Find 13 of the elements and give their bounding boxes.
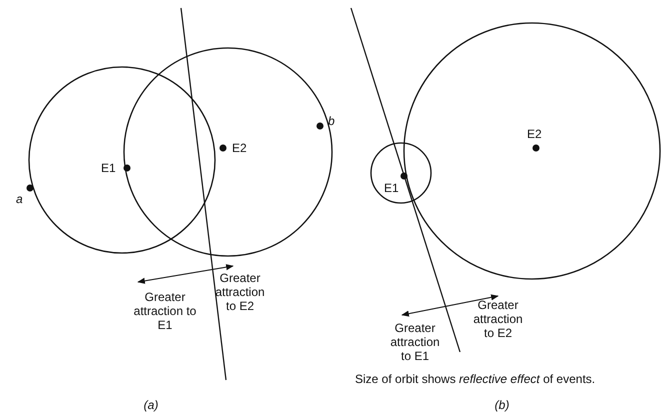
point-label: E1	[101, 161, 116, 175]
point-label: a	[16, 192, 23, 206]
panel-label: (a)	[142, 398, 160, 412]
region-label: Greater attraction to E2	[472, 298, 524, 340]
point-label: E2	[232, 141, 247, 155]
point-label: E2	[527, 127, 542, 141]
caption: Size of orbit shows reflective effect of events.	[355, 372, 596, 386]
point-label: b	[328, 114, 335, 128]
region-label: Greater attraction to E2	[214, 271, 266, 313]
region-label: Greater attraction to E1	[132, 290, 198, 332]
point-label: E1	[384, 181, 399, 195]
region-label: Greater attraction to E1	[389, 321, 441, 363]
panel-label: (b)	[494, 398, 510, 412]
